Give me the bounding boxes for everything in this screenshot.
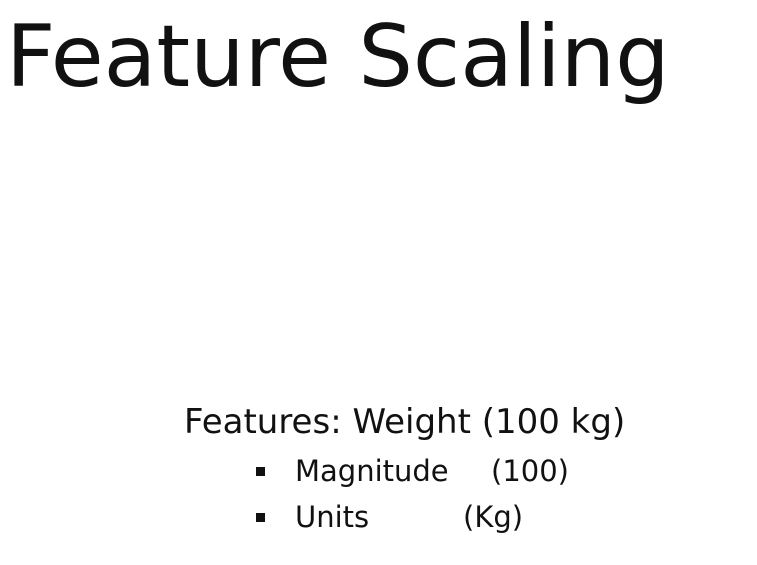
bullet-list: Magnitude (100) Units (Kg) <box>184 448 625 540</box>
features-line: Features: Weight (100 kg) <box>184 402 626 442</box>
square-bullet-icon <box>256 466 265 476</box>
slide-content: Features: Weight (100 kg) Magnitude (100… <box>184 398 625 540</box>
slide-title: Feature Scaling <box>6 7 670 107</box>
square-bullet-icon <box>256 512 265 522</box>
bullet-label: Magnitude <box>295 454 449 488</box>
bullet-label: Units <box>295 500 370 534</box>
bullet-value: (100) <box>491 454 569 488</box>
bullet-value: (Kg) <box>463 500 524 534</box>
bullet-item-units: Units (Kg) <box>256 494 625 540</box>
bullet-item-magnitude: Magnitude (100) <box>256 448 625 494</box>
